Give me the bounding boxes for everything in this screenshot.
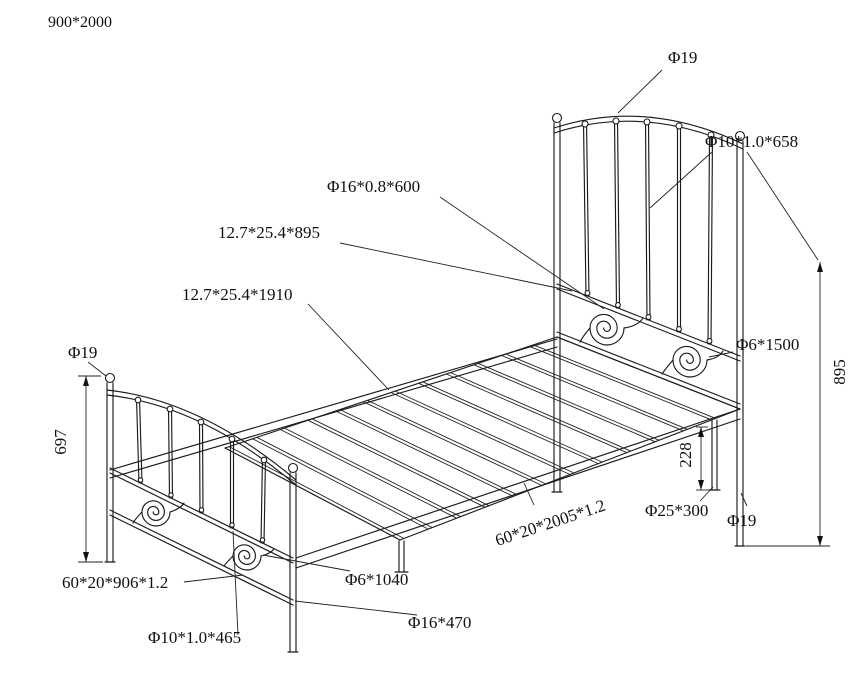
slat-platform <box>224 336 741 573</box>
knob-headboard-front-post <box>734 130 746 142</box>
dimension-228 <box>696 426 709 491</box>
leader-lines <box>87 69 748 636</box>
label-dim-footboard-height: 697 <box>51 429 70 455</box>
slats <box>224 344 716 541</box>
label-headboard-bar: Φ10*1.0*658 <box>705 132 798 151</box>
label-headboard-scroll-frame: Φ16*0.8*600 <box>327 177 420 196</box>
dimension-697 <box>78 375 103 563</box>
dimension-895 <box>746 151 830 547</box>
knob-headboard-back-post <box>551 112 563 124</box>
headboard-scroll-ornaments <box>579 313 724 378</box>
label-headboard-scroll-wire: Φ6*1500 <box>736 335 799 354</box>
label-headboard-leg: Φ19 <box>727 511 756 530</box>
label-footboard-scroll-wire: Φ6*1040 <box>345 570 408 589</box>
side-rails <box>109 338 741 569</box>
label-slat-flat-bar: 12.7*25.4*1910 <box>182 285 293 304</box>
footboard <box>104 372 299 653</box>
knob-footboard-back-post <box>104 372 116 384</box>
platform-corner-leg <box>394 540 409 573</box>
label-dim-leg-height: 228 <box>676 442 695 468</box>
headboard <box>551 112 746 547</box>
knob-footboard-front-post <box>287 462 299 474</box>
label-footboard-bottom-rail: 60*20*906*1.2 <box>62 573 168 592</box>
label-footboard-frame-tube: Φ16*470 <box>408 613 471 632</box>
label-dim-headboard-height: 895 <box>830 359 849 385</box>
label-knob-top: Φ19 <box>668 48 697 67</box>
labels: 900*2000 Φ19 Φ10*1.0*658 Φ16*0.8*600 12.… <box>48 14 849 647</box>
label-center-leg: Φ25*300 <box>645 501 708 520</box>
label-headboard-flat-bar: 12.7*25.4*895 <box>218 223 320 242</box>
label-side-rail: 60*20*2005*1.2 <box>493 496 608 550</box>
label-footboard-knob: Φ19 <box>68 343 97 362</box>
center-support-leg <box>708 419 721 491</box>
label-bed-size: 900*2000 <box>48 14 112 31</box>
label-footboard-bar: Φ10*1.0*465 <box>148 628 241 647</box>
footboard-scroll-ornaments <box>132 500 275 571</box>
